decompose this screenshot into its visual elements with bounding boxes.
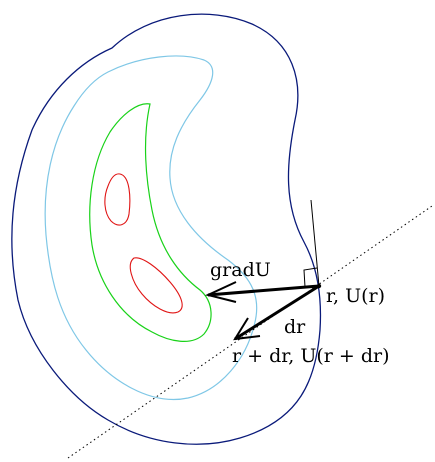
displaced-point-label: r + dr, U(r + dr)	[232, 345, 389, 367]
middle-contour	[44, 55, 258, 400]
gradient-arrowhead	[205, 281, 237, 303]
displacement-vector	[234, 284, 320, 341]
gradient-label: gradU	[210, 259, 271, 281]
inner-contour	[89, 103, 212, 342]
tangent-line	[310, 199, 320, 287]
innermost-contour-lower	[129, 257, 183, 314]
dotted-line	[67, 205, 433, 459]
displacement-arrowhead	[233, 317, 261, 341]
displacement-label: dr	[284, 316, 306, 338]
gradient-vector	[207, 284, 320, 297]
point-label: r, U(r)	[326, 285, 385, 307]
point-marker	[316, 283, 322, 289]
right-angle-marker	[303, 267, 318, 288]
outer-contour	[11, 13, 322, 445]
innermost-contour-upper	[104, 173, 131, 226]
